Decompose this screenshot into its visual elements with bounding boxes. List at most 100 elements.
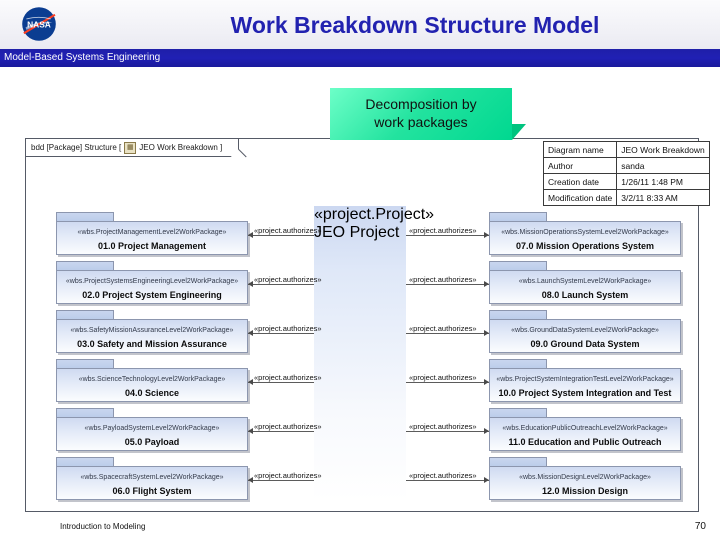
diagram-frame-label: bdd [Package] Structure [ ▦ JEO Work Bre… (26, 139, 247, 166)
connector-09 (406, 333, 489, 334)
connector-label-11: «project.authorizes» (409, 422, 477, 431)
package-name: 03.0 Safety and Mission Assurance (77, 339, 227, 349)
meta-key: Creation date (542, 173, 618, 190)
package-name: 06.0 Flight System (112, 486, 192, 496)
package-body: «wbs.MissionOperationsSystemLevel2WorkPa… (489, 221, 681, 255)
package-body: «wbs.ProjectSystemsEngineeringLevel2Work… (56, 270, 248, 304)
package-stereotype: «project.Project» (314, 206, 435, 223)
package-stereotype: «wbs.ScienceTechnologyLevel2WorkPackage» (78, 376, 226, 383)
connector-07 (406, 235, 489, 236)
connector-03 (248, 333, 314, 334)
meta-key: Modification date (542, 189, 618, 206)
table-row: Creation date 1/26/11 1:48 PM (542, 173, 710, 190)
package-body: «wbs.SpacecraftSystemLevel2WorkPackage» … (56, 466, 248, 500)
svg-text:NASA: NASA (27, 19, 51, 29)
package-name: 12.0 Mission Design (541, 486, 629, 496)
connector-06 (248, 480, 314, 481)
callout-box: Decomposition by work packages (330, 88, 512, 140)
connector-arrow-06 (248, 477, 253, 483)
connector-arrow-03 (248, 330, 253, 336)
meta-value: 1/26/11 1:48 PM (616, 173, 710, 190)
connector-arrow-08 (484, 281, 489, 287)
package-icon: ▦ (124, 141, 137, 154)
connector-arrow-04 (248, 379, 253, 385)
connector-arrow-05 (248, 428, 253, 434)
callout-line-2: work packages (374, 114, 468, 130)
package-tab (56, 261, 114, 270)
subtitle-banner-text: Model-Based Systems Engineering (4, 52, 161, 63)
package-name: 05.0 Payload (124, 437, 180, 447)
connector-arrow-11 (484, 428, 489, 434)
package-04-science[interactable]: «wbs.ScienceTechnologyLevel2WorkPackage»… (56, 359, 248, 402)
package-06-flight-system[interactable]: «wbs.SpacecraftSystemLevel2WorkPackage» … (56, 457, 248, 500)
callout-line-1: Decomposition by (365, 96, 477, 112)
connector-11 (406, 431, 489, 432)
package-stereotype: «wbs.EducationPublicOutreachLevel2WorkPa… (502, 425, 668, 432)
package-tab (56, 310, 114, 319)
connector-12 (406, 480, 489, 481)
package-tab (489, 457, 547, 466)
diagram-frame: bdd [Package] Structure [ ▦ JEO Work Bre… (25, 138, 710, 512)
package-stereotype: «wbs.LaunchSystemLevel2WorkPackage» (518, 278, 652, 285)
connector-label-05: «project.authorizes» (254, 422, 322, 431)
connector-arrow-09 (484, 330, 489, 336)
connector-label-10: «project.authorizes» (409, 373, 477, 382)
package-01-project-management[interactable]: «wbs.ProjectManagementLevel2WorkPackage»… (56, 212, 248, 255)
table-row: Modification date 3/2/11 8:33 AM (542, 189, 710, 206)
package-tab (56, 359, 114, 368)
package-09-ground-data-system[interactable]: «wbs.GroundDataSystemLevel2WorkPackage» … (489, 310, 681, 353)
meta-value: JEO Work Breakdown (616, 141, 710, 158)
connector-arrow-02 (248, 281, 253, 287)
package-tab (56, 457, 114, 466)
nasa-logo: NASA (22, 7, 56, 41)
connector-label-02: «project.authorizes» (254, 275, 322, 284)
package-stereotype: «wbs.SafetyMissionAssuranceLevel2WorkPac… (70, 327, 234, 334)
package-name: 10.0 Project System Integration and Test (498, 388, 672, 398)
meta-value: 3/2/11 8:33 AM (616, 189, 710, 206)
package-body: «project.Project» JEO Project (314, 206, 434, 501)
package-07-mission-operations-system[interactable]: «wbs.MissionOperationsSystemLevel2WorkPa… (489, 212, 681, 255)
connector-label-12: «project.authorizes» (409, 471, 477, 480)
connector-label-04: «project.authorizes» (254, 373, 322, 382)
package-tab (489, 359, 547, 368)
package-body: «wbs.SafetyMissionAssuranceLevel2WorkPac… (56, 319, 248, 353)
package-10-project-system-integration-and-test[interactable]: «wbs.ProjectSystemIntegrationTestLevel2W… (489, 359, 681, 402)
package-05-payload[interactable]: «wbs.PayloadSystemLevel2WorkPackage» 05.… (56, 408, 248, 451)
footer-left-text: Introduction to Modeling (60, 522, 146, 531)
package-name: 04.0 Science (124, 388, 180, 398)
package-02-project-system-engineering[interactable]: «wbs.ProjectSystemsEngineeringLevel2Work… (56, 261, 248, 304)
package-name: 02.0 Project System Engineering (82, 290, 222, 300)
package-name: 07.0 Mission Operations System (515, 241, 655, 251)
connector-arrow-12 (484, 477, 489, 483)
package-03-safety-mission-assurance[interactable]: «wbs.SafetyMissionAssuranceLevel2WorkPac… (56, 310, 248, 353)
connector-04 (248, 382, 314, 383)
package-tab (489, 408, 547, 417)
package-stereotype: «wbs.GroundDataSystemLevel2WorkPackage» (511, 327, 659, 334)
package-body: «wbs.ProjectManagementLevel2WorkPackage»… (56, 221, 248, 255)
connector-arrow-01 (248, 232, 253, 238)
package-name: 09.0 Ground Data System (530, 339, 640, 349)
package-body: «wbs.EducationPublicOutreachLevel2WorkPa… (489, 417, 681, 451)
page-number: 70 (694, 521, 706, 532)
frame-corner-clip (230, 148, 247, 166)
connector-label-03: «project.authorizes» (254, 324, 322, 333)
package-stereotype: «wbs.MissionDesignLevel2WorkPackage» (519, 474, 651, 481)
frame-label-suffix: JEO Work Breakdown ] (139, 143, 223, 152)
package-jeo-project[interactable]: «project.Project» JEO Project (314, 206, 434, 501)
package-name: 01.0 Project Management (97, 241, 207, 251)
page-title: Work Breakdown Structure Model (230, 12, 600, 38)
package-name: 11.0 Education and Public Outreach (508, 437, 662, 447)
connector-08 (406, 284, 489, 285)
package-12-mission-design[interactable]: «wbs.MissionDesignLevel2WorkPackage» 12.… (489, 457, 681, 500)
package-body: «wbs.MissionDesignLevel2WorkPackage» 12.… (489, 466, 681, 500)
package-stereotype: «wbs.ProjectManagementLevel2WorkPackage» (77, 229, 227, 236)
package-11-education-and-public-outreach[interactable]: «wbs.EducationPublicOutreachLevel2WorkPa… (489, 408, 681, 451)
connector-label-07: «project.authorizes» (409, 226, 477, 235)
package-08-launch-system[interactable]: «wbs.LaunchSystemLevel2WorkPackage» 08.0… (489, 261, 681, 304)
package-stereotype: «wbs.ProjectSystemsEngineeringLevel2Work… (65, 278, 239, 285)
connector-02 (248, 284, 314, 285)
connector-10 (406, 382, 489, 383)
package-stereotype: «wbs.PayloadSystemLevel2WorkPackage» (84, 425, 220, 432)
frame-label-prefix: bdd [Package] Structure [ (31, 143, 122, 152)
connector-01 (248, 235, 314, 236)
